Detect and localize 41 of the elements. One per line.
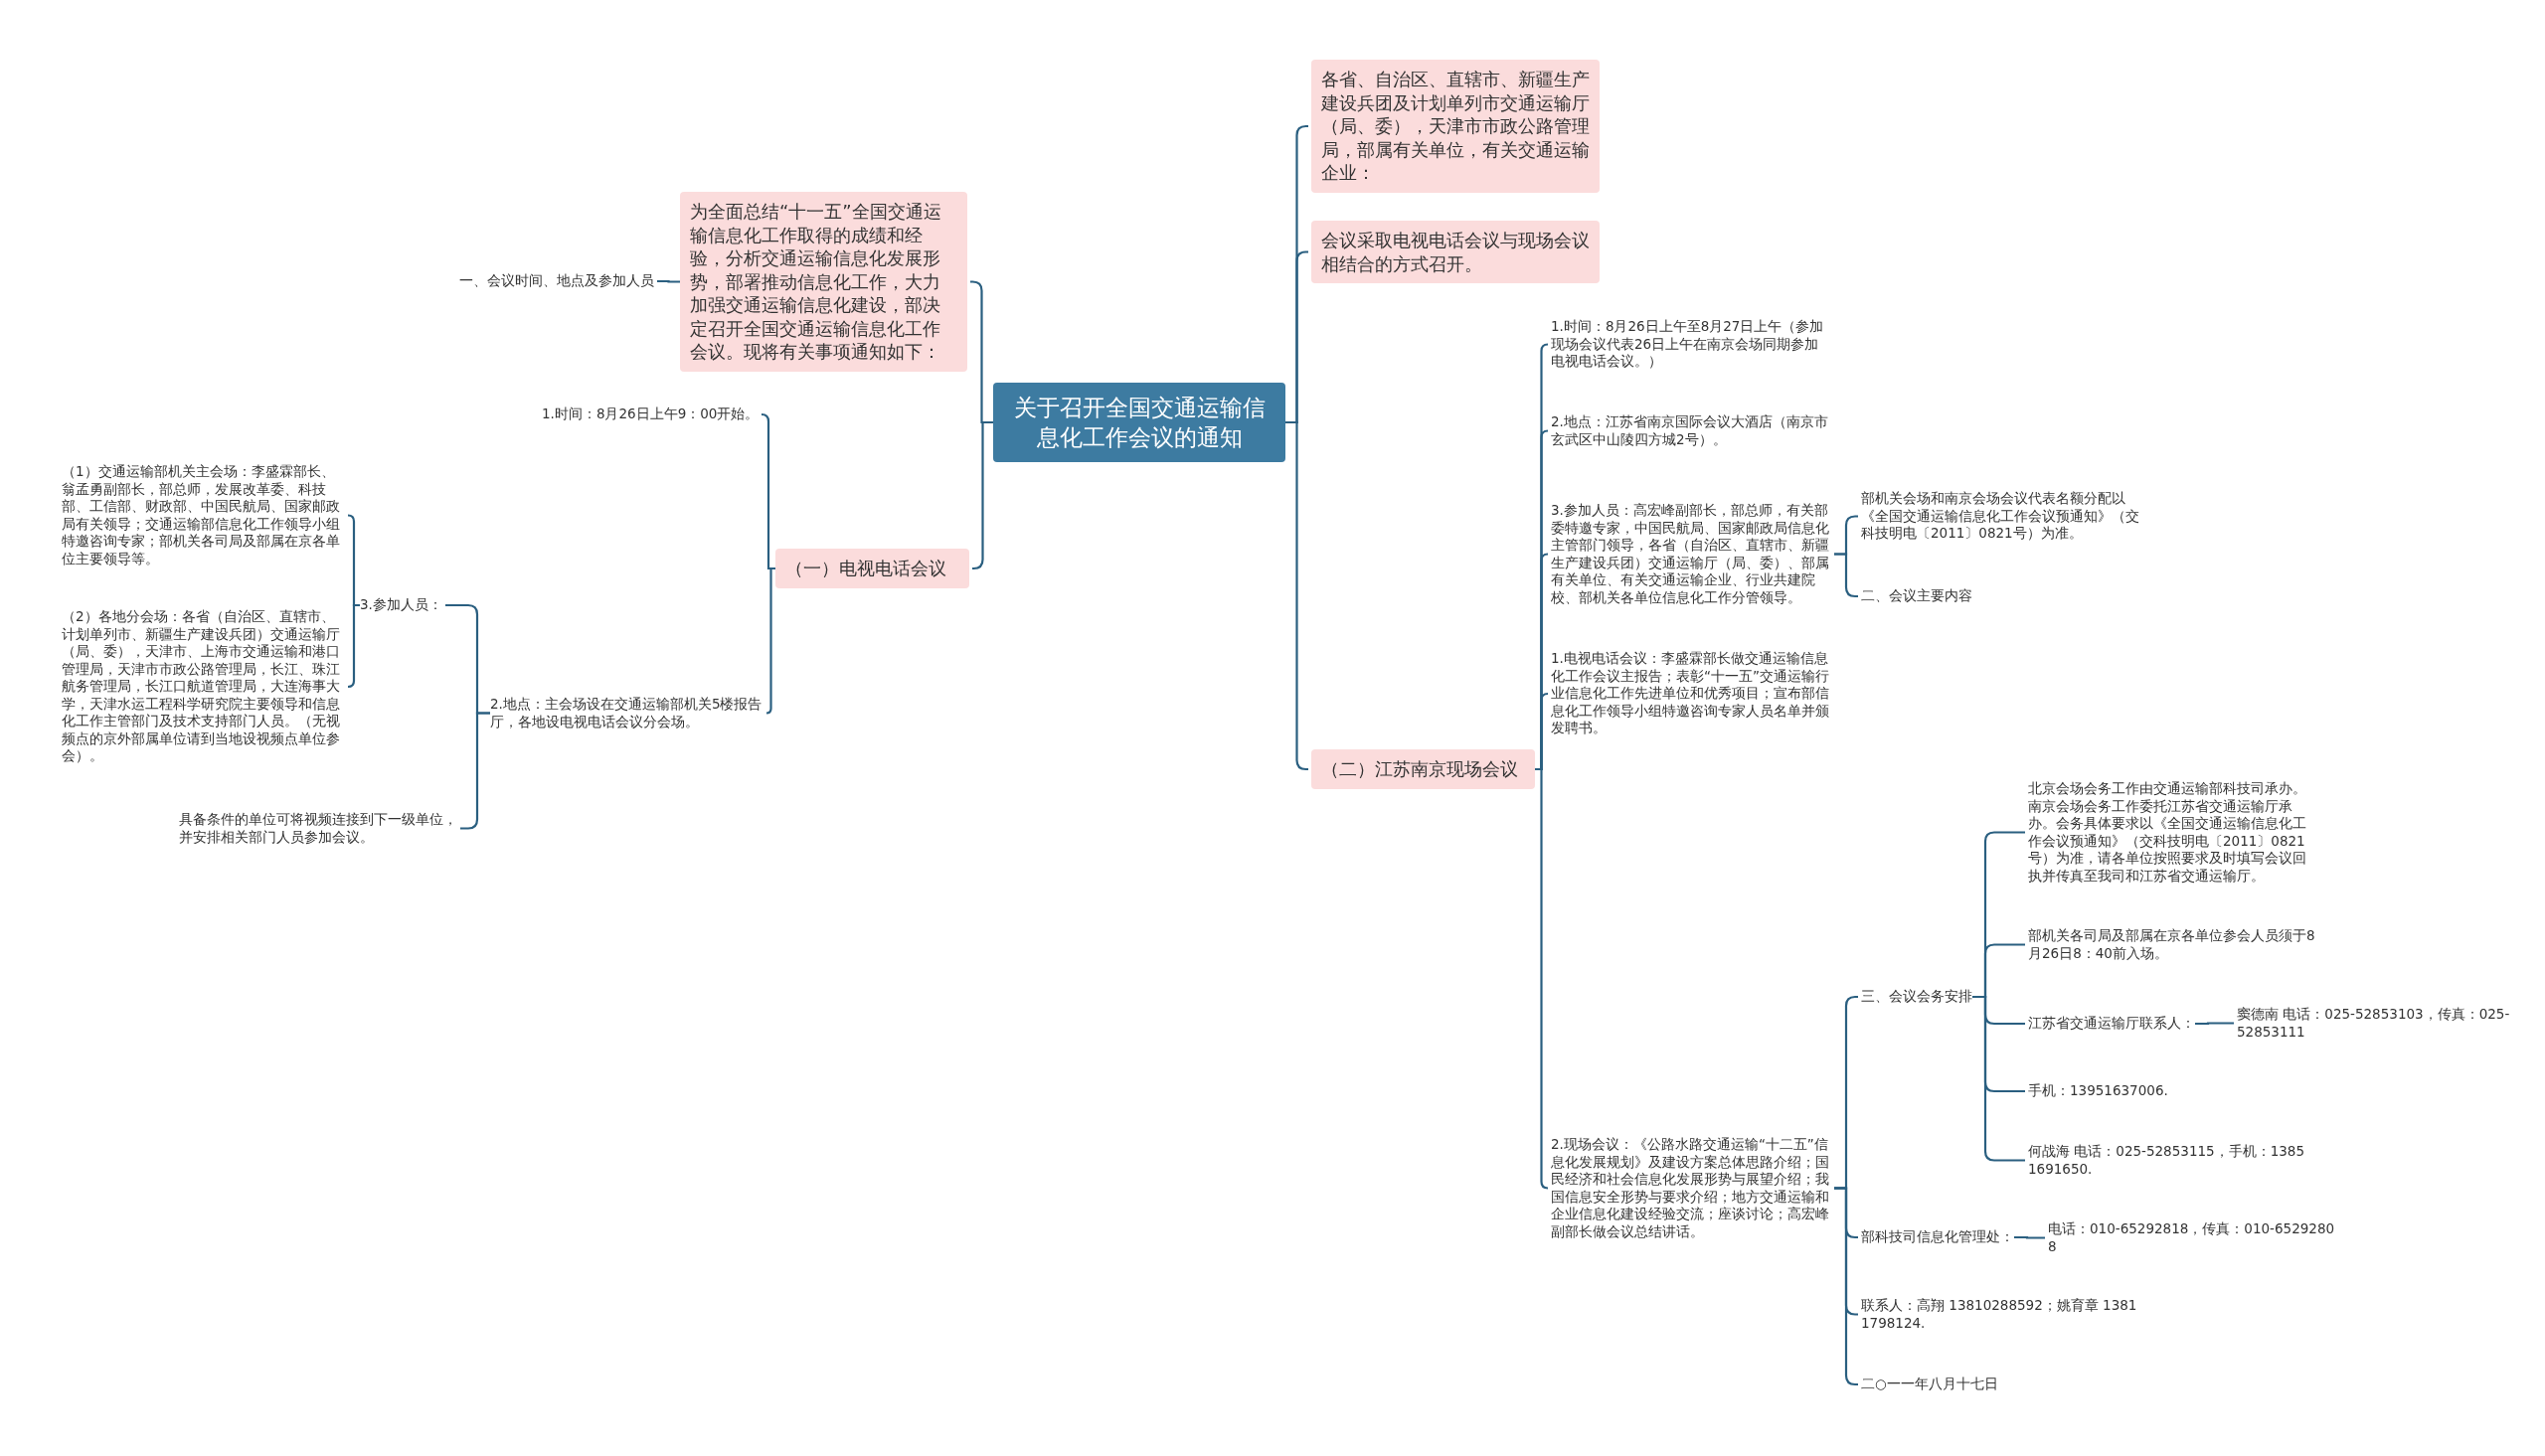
topic-text: 二○一一年八月十七日 <box>1861 1375 1998 1393</box>
branch-box: （一）电视电话会议 <box>775 549 969 588</box>
branch-box: 会议采取电视电话会议与现场会议相结合的方式召开。 <box>1311 221 1600 283</box>
topic-text: 1.时间：8月26日上午9：00开始。 <box>542 405 760 423</box>
topic-text: 3.参加人员： <box>360 596 442 614</box>
topic-text: 一、会议时间、地点及参加人员 <box>459 272 654 290</box>
topic-text: （1）交通运输部机关主会场：李盛霖部长、翁孟勇副部长，部总师，发展改革委、科技部、工信部、财政部、中国民航局、国家邮政局有关领导；交通运输部信息化工作领导小组特邀咨询专家；部机关各司局及部属在京各单位主要领导等。 <box>62 463 345 567</box>
topic-text: （2）各地分会场：各省（自治区、直辖市、计划单列市、新疆生产建设兵团）交通运输厅（局、委），天津市、上海市交通运输和港口管理局，天津市市政公路管理局，长江、珠江航务管理局，长江口航道管理局，大连海事大学，天津水运工程科学研究院主要领导和信息化工作主管部门及技术支持部门人员。（无视频点的京外部属单位请到当地设视频点单位参会）。 <box>62 608 345 765</box>
topic-text: 2.地点：江苏省南京国际会议大酒店（南京市玄武区中山陵四方城2号）。 <box>1551 413 1834 448</box>
topic-text: 具备条件的单位可将视频连接到下一级单位，并安排相关部门人员参加会议。 <box>179 811 457 846</box>
topic-box: 关于召开全国交通运输信息化工作会议的通知 <box>993 383 1285 462</box>
connector <box>2195 1022 2234 1026</box>
topic-text: 3.参加人员：高宏峰副部长，部总师，有关部委特邀专家，中国民航局、国家邮政局信息化主管部门领导，各省（自治区、直辖市、新疆生产建设兵团）交通运输厅（局、委）、部属有关单位、有关交通运输企业、行业共建院校、部机关各单位信息化工作分管领导。 <box>1551 502 1834 606</box>
connector <box>657 279 680 283</box>
connector <box>1834 553 1858 598</box>
connector <box>1285 420 1308 771</box>
topic-text: 2.地点：主会场设在交通运输部机关5楼报告厅，各地设电视电话会议分会场。 <box>490 696 764 730</box>
connector <box>346 603 360 689</box>
topic-text: 部科技司信息化管理处： <box>1861 1228 2014 1246</box>
topic-text: 手机：13951637006. <box>2028 1082 2168 1100</box>
topic-text: 窦德南 电话：025-52853103，传真：025-52853111 <box>2237 1006 2515 1041</box>
connector <box>971 420 993 570</box>
topic-text: 江苏省交通运输厅联系人： <box>2028 1015 2195 1033</box>
topic-text: 何战海 电话：025-52853115，手机：13851691650. <box>2028 1143 2311 1178</box>
topic-text: 1.电视电话会议：李盛霖部长做交通运输信息化工作会议主报告；表彰“十一五”交通运输行业信息化工作先进单位和优秀项目；宣布部信息化工作领导小组特邀咨询专家人员名单并颁发聘书。 <box>1551 650 1834 737</box>
connector <box>1834 1187 1858 1386</box>
topic-text: 部机关会场和南京会场会议代表名额分配以《全国交通运输信息化工作会议预通知》（交科技明电〔2011〕0821号）为准。 <box>1861 490 2144 543</box>
topic-text: 部机关各司局及部属在京各单位参会人员须于8月26日8：40前入场。 <box>2028 927 2316 962</box>
branch-box: 为全面总结“十一五”全国交通运输信息化工作取得的成绩和经验，分析交通运输信息化发展形势，部署推动信息化工作，大力加强交通运输信息化建设，部决定召开全国交通运输信息化工作会议。现将有关事项通知如下： <box>680 192 967 372</box>
connector <box>764 566 775 715</box>
topic-text: 二、会议主要内容 <box>1861 587 1972 605</box>
topic-text: 三、会议会务安排 <box>1861 988 1972 1006</box>
branch-box: （二）江苏南京现场会议 <box>1311 749 1535 789</box>
connector <box>1972 995 2025 1162</box>
connector <box>2014 1235 2045 1239</box>
topic-text: 1.时间：8月26日上午至8月27日上午（参加现场会议代表26日上午在南京会场同期参加电视电话会议。） <box>1551 318 1829 371</box>
topic-text: 北京会场会务工作由交通运输部科技司承办。南京会场会务工作委托江苏省交通运输厅承办。会务具体要求以《全国交通运输信息化工作会议预通知》（交科技明电〔2011〕0821号）为准，请各单位按照要求及时填写会议回执并传真至我司和江苏省交通运输厅。 <box>2028 780 2316 885</box>
topic-text: 2.现场会议：《公路水路交通运输“十二五”信息化发展规划》及建设方案总体思路介绍；国民经济和社会信息化发展形势与展望介绍；我国信息安全形势与要求介绍；地方交通运输和企业信息化建设经验交流；座谈讨论；高宏峰副部长做会议总结讲话。 <box>1551 1136 1834 1240</box>
topic-text: 电话：010-65292818，传真：010-65292808 <box>2048 1220 2336 1255</box>
topic-text: 联系人：高翔 13810288592；姚育章 13811798124. <box>1861 1297 2144 1332</box>
branch-box: 各省、自治区、直辖市、新疆生产建设兵团及计划单列市交通运输厅（局、委），天津市市政公路管理局，部属有关单位，有关交通运输企业： <box>1311 60 1600 193</box>
